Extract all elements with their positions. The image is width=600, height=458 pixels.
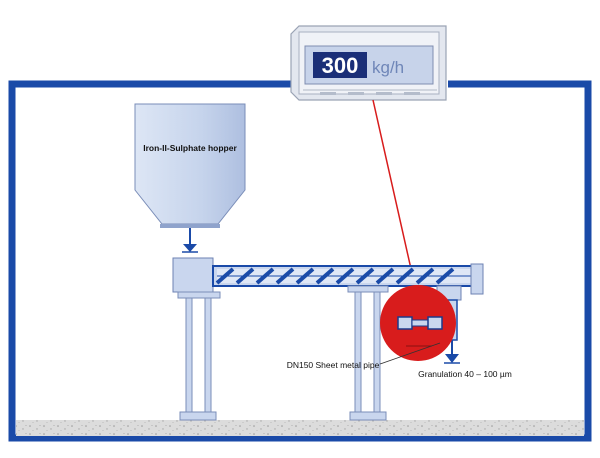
display-unit: kg/h (372, 58, 404, 77)
left-support (177, 291, 221, 421)
display-value: 300 (322, 53, 359, 78)
room-frame (8, 80, 592, 442)
hopper: Iron-II-Sulphate hopper (134, 103, 246, 253)
right-support (347, 285, 389, 421)
floor (16, 420, 584, 436)
screw-conveyor (172, 257, 484, 301)
sensor-detail (380, 285, 456, 361)
pipe-label: DN150 Sheet metal pipe (287, 360, 380, 370)
pipe-leader (379, 342, 441, 365)
hopper-label: Iron-II-Sulphate hopper (143, 143, 237, 153)
display-value-box (313, 52, 367, 78)
weigh-display: 300 kg/h (290, 25, 447, 101)
granulation-label: Granulation 40 – 100 µm (418, 369, 512, 379)
